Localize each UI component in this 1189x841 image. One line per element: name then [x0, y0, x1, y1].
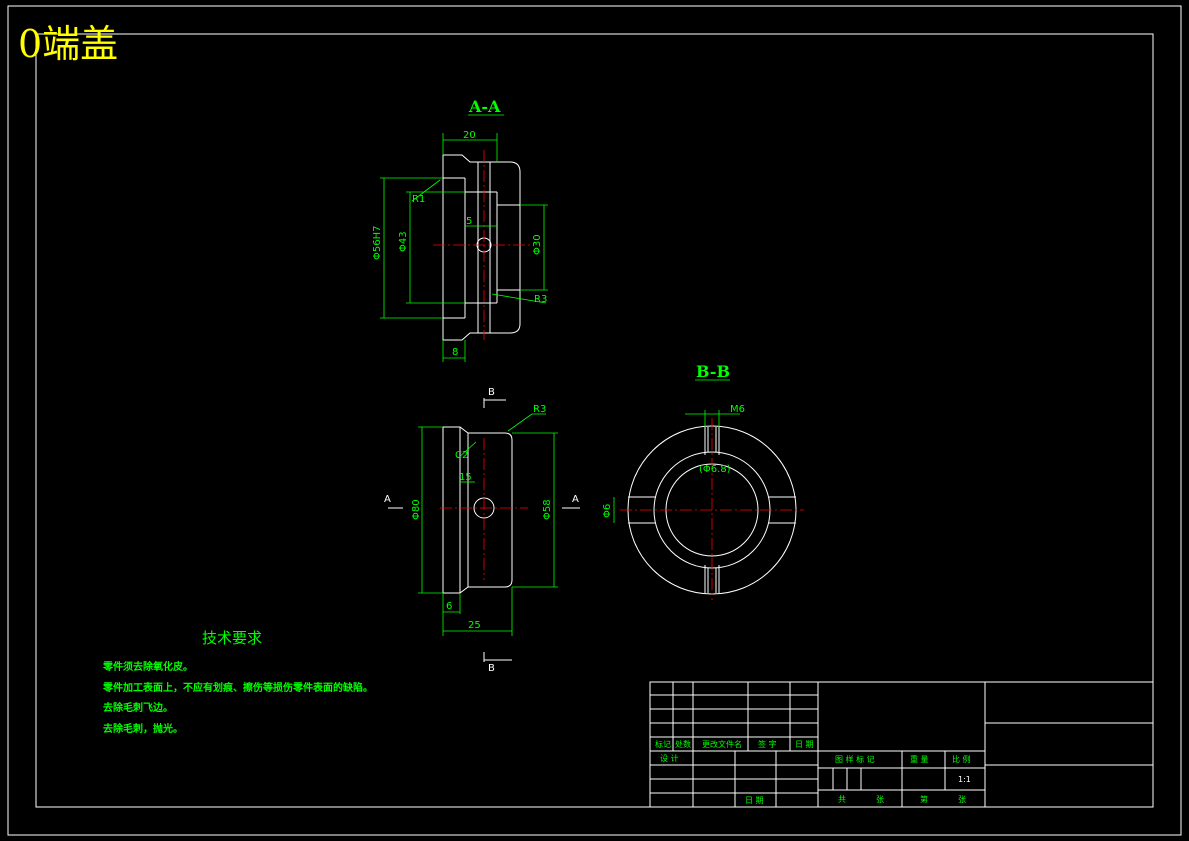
dim-bb-m6: M6: [730, 404, 745, 415]
dim-bb-dia6: Φ6: [602, 504, 613, 518]
marker-b-bottom: B: [488, 663, 495, 674]
tb-riqi: 日 期: [795, 740, 814, 749]
dim-aa-r1: R1: [412, 194, 425, 205]
dim-aa-8: 8: [452, 347, 458, 358]
note-item: 去除毛刺飞边。: [103, 701, 173, 714]
tb-gengai: 更改文件名: [702, 739, 742, 749]
dim-front-dia58: Φ58: [542, 499, 553, 520]
section-aa-view: A-A 20 Φ56H7 Φ43 R1 5: [372, 97, 548, 362]
tb-riqi2: 日 期: [745, 796, 764, 805]
marker-b-top: B: [488, 387, 495, 398]
tb-zhang2: 张: [958, 795, 966, 804]
section-bb-label: B-B: [696, 362, 730, 381]
marker-a-left: A: [384, 494, 391, 505]
section-aa-label: A-A: [468, 97, 501, 116]
dim-aa-5: 5: [466, 216, 472, 227]
tb-zhang: 张: [876, 795, 884, 804]
note-item: 零件加工表面上，不应有划痕、擦伤等损伤零件表面的缺陷。: [102, 681, 373, 694]
dim-front-dia80: Φ80: [411, 499, 422, 520]
dim-front-15: 15: [459, 472, 472, 483]
dim-front-chamfer: C2: [455, 450, 468, 461]
drawing-title: 0端盖: [18, 22, 118, 66]
notes-heading: 技术要求: [202, 629, 262, 647]
dim-aa-dia43: Φ43: [398, 231, 409, 252]
title-block: 标记 处数 更改文件名 签 字 日 期 设 计 日 期 图 样 标 记 重 量 …: [649, 681, 1154, 808]
outer-border: [7, 5, 1182, 836]
note-item: 零件须去除氧化皮。: [102, 660, 193, 673]
dim-front-r3: R3: [533, 404, 546, 415]
tb-tuyang: 图 样 标 记: [835, 754, 875, 764]
tb-sheji: 设 计: [660, 753, 679, 763]
tb-biaoji: 标记: [655, 739, 671, 749]
tb-zhongliang: 重 量: [910, 754, 929, 764]
inner-border: [35, 33, 1154, 808]
dim-front-25: 25: [468, 620, 481, 631]
note-item: 去除毛刺，抛光。: [103, 722, 183, 735]
dim-aa-dia56h7: Φ56H7: [372, 226, 383, 260]
dim-aa-r3: R3: [534, 294, 547, 305]
marker-a-right: A: [572, 494, 579, 505]
tb-gong: 共: [838, 795, 846, 804]
dim-bb-depth: (Φ6.8): [699, 464, 731, 475]
tb-chushu: 处数: [675, 739, 691, 749]
section-bb-view: B-B M6 (Φ6.8) Φ6: [602, 362, 804, 600]
dim-front-6: 6: [446, 601, 452, 612]
dim-aa-dia30: Φ30: [532, 234, 543, 255]
technical-requirements: 技术要求 零件须去除氧化皮。 零件加工表面上，不应有划痕、擦伤等损伤零件表面的缺…: [102, 629, 373, 735]
dim-aa-20: 20: [463, 130, 476, 141]
front-view: B B A A R3 C2 15 Φ80 Φ58 6 25: [384, 387, 580, 674]
tb-scale: 1:1: [958, 775, 971, 784]
tb-di: 第: [920, 794, 928, 804]
tb-qianzi: 签 字: [758, 739, 777, 749]
tb-bili: 比 例: [952, 754, 971, 764]
